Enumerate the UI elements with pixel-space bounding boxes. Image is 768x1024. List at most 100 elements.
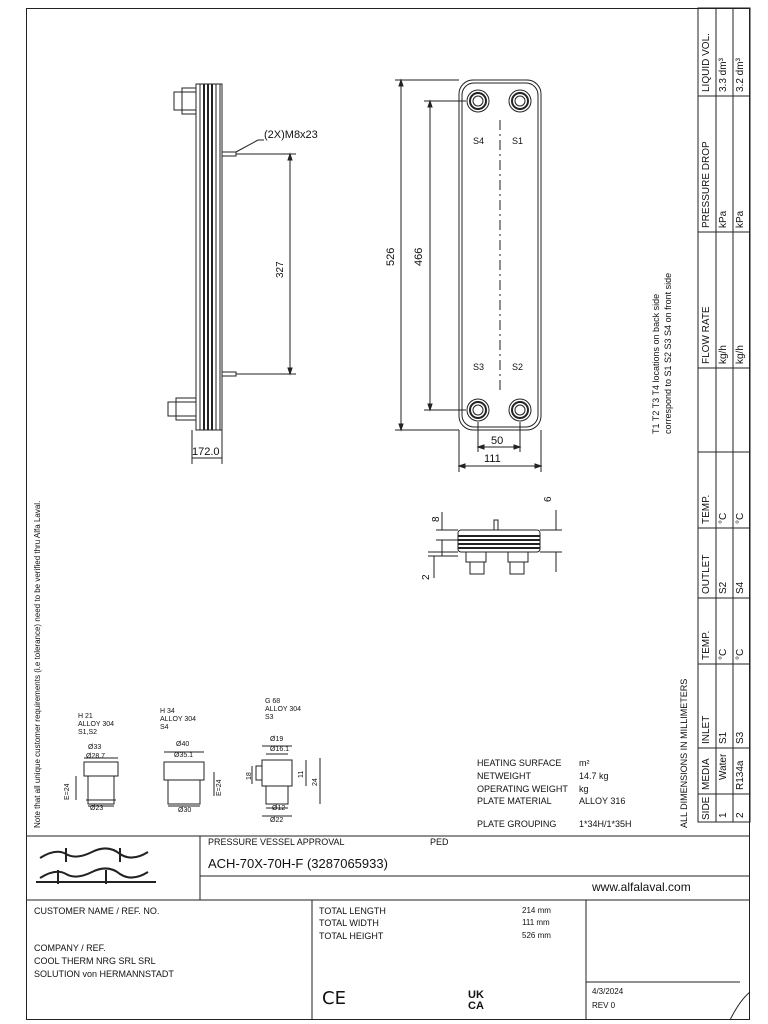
conn3-d1: Ø19 xyxy=(270,736,284,743)
pressure-vessel-label: PRESSURE VESSEL APPROVAL xyxy=(208,837,345,847)
conn3-d2: Ø16.1 xyxy=(270,746,290,753)
total-height-value: 526 mm xyxy=(522,931,551,940)
table-header: INLET xyxy=(701,715,712,744)
spec-label: PLATE MATERIAL xyxy=(477,796,552,806)
port-s3-circle xyxy=(466,398,490,422)
model-number: ACH-70X-70H-F (3287065933) xyxy=(208,856,388,871)
table-cell: kg/h xyxy=(735,345,746,364)
spec-value: kg xyxy=(579,784,589,794)
dim-327: 327 xyxy=(275,261,286,278)
table-cell: °C xyxy=(735,648,746,660)
table-cell: 2 xyxy=(735,812,746,818)
port-label-s4: S4 xyxy=(473,136,485,146)
table-header: TEMP. xyxy=(701,494,712,524)
table-cell: S3 xyxy=(735,731,746,744)
website-link[interactable]: www.alfalaval.com xyxy=(592,880,691,894)
dim-8: 8 xyxy=(431,516,442,522)
side-view-top-connection xyxy=(173,91,197,111)
dim-172: 172.0 xyxy=(192,446,220,458)
note-ports-2: correspond to S1 S2 S3 S4 on front side xyxy=(663,272,673,434)
top-view xyxy=(428,510,562,578)
table-cell: S2 xyxy=(718,581,729,594)
ukca-mark-bottom: CA xyxy=(468,1000,484,1012)
ped-label: PED xyxy=(430,837,449,847)
table-cell: kPa xyxy=(735,210,746,228)
dim-6: 6 xyxy=(543,496,554,502)
conn3-h1: 18 xyxy=(246,772,253,780)
table-cell: R134a xyxy=(735,760,746,790)
conn1-ports: S1,S2 xyxy=(78,729,98,736)
total-height-label: TOTAL HEIGHT xyxy=(319,931,384,941)
table-cell: °C xyxy=(718,512,729,524)
bolt-bottom xyxy=(221,371,237,377)
conn1-d2: Ø28.7 xyxy=(86,753,106,760)
spec-value: ALLOY 316 xyxy=(579,796,626,806)
conn3-h3: 24 xyxy=(312,778,319,786)
table-cell: S4 xyxy=(735,581,746,594)
table-header: MEDIA xyxy=(701,758,712,790)
total-length-label: TOTAL LENGTH xyxy=(319,906,386,916)
bolt-label: (2X)M8x23 xyxy=(264,129,318,141)
conn2-alloy: ALLOY 304 xyxy=(160,716,197,723)
port-s1-circle xyxy=(508,89,532,113)
spec-value: 1*34H/1*35H xyxy=(579,819,632,829)
table-cell: kg/h xyxy=(718,345,729,364)
spec-label: NETWEIGHT xyxy=(477,771,531,781)
port-s4-circle xyxy=(466,89,490,113)
dim-111: 111 xyxy=(484,453,501,465)
spec-value: 14.7 kg xyxy=(579,771,609,781)
conn3-d4: Ø22 xyxy=(270,817,284,824)
revision: REV 0 xyxy=(592,1001,616,1010)
table-header: TEMP. xyxy=(701,630,712,660)
port-label-s1: S1 xyxy=(512,136,524,146)
conn1-alloy: ALLOY 304 xyxy=(78,721,115,728)
table-cell: 3.2 dm³ xyxy=(735,58,746,92)
total-width-value: 111 mm xyxy=(522,918,550,927)
total-length-value: 214 mm xyxy=(522,906,551,915)
spec-label: PLATE GROUPING xyxy=(477,819,557,829)
note-ports: T1 T2 T3 T4 locations on back side xyxy=(651,293,661,434)
conn1-code: H 21 xyxy=(78,713,93,720)
table-cell: °C xyxy=(735,512,746,524)
table-header: SIDE xyxy=(701,796,712,820)
side-table-frame xyxy=(697,7,751,823)
port-label-s2: S2 xyxy=(512,362,524,372)
dim-2: 2 xyxy=(421,574,432,580)
connection-h21-drawing xyxy=(75,757,119,807)
table-cell: 1 xyxy=(718,812,729,818)
dim-526: 526 xyxy=(385,247,397,266)
spec-value: m² xyxy=(579,758,590,768)
spec-label: OPERATING WEIGHT xyxy=(477,784,568,794)
table-cell: 3.3 dm³ xyxy=(718,58,729,92)
table-header: PRESSURE DROP xyxy=(701,141,712,228)
date: 4/3/2024 xyxy=(592,987,624,996)
conn1-d1: Ø33 xyxy=(88,744,102,751)
conn1-d3: Ø23 xyxy=(90,805,104,812)
conn1-e: E=24 xyxy=(64,783,71,800)
table-cell: °C xyxy=(718,648,729,660)
dim-466: 466 xyxy=(413,247,425,266)
table-header: FLOW RATE xyxy=(701,306,712,364)
conn2-ports: S4 xyxy=(160,724,169,731)
bolt-top xyxy=(221,151,237,157)
spec-label: HEATING SURFACE xyxy=(477,758,562,768)
conn3-d3: Ø12 xyxy=(272,805,286,812)
table-header: LIQUID VOL. xyxy=(701,33,712,92)
conn3-alloy: ALLOY 304 xyxy=(265,706,302,713)
ce-mark: CE xyxy=(322,988,346,1009)
conn3-code: G 68 xyxy=(265,698,281,705)
conn3-h2: 11 xyxy=(298,770,305,778)
note-customer-requirements: Note that all unique customer requiremen… xyxy=(33,500,42,828)
table-cell: S1 xyxy=(718,731,729,744)
port-s2-circle xyxy=(508,398,532,422)
table-cell: Water xyxy=(718,753,729,780)
conn2-d3: Ø30 xyxy=(178,807,192,814)
port-label-s3: S3 xyxy=(473,362,485,372)
conn3-ports: S3 xyxy=(265,714,274,721)
customer-label: CUSTOMER NAME / REF. NO. xyxy=(34,906,160,916)
company-label: COMPANY / REF. xyxy=(34,943,106,953)
alfa-laval-logo xyxy=(36,847,156,884)
conn2-d1: Ø40 xyxy=(176,741,190,748)
connection-g68-drawing xyxy=(251,745,321,817)
